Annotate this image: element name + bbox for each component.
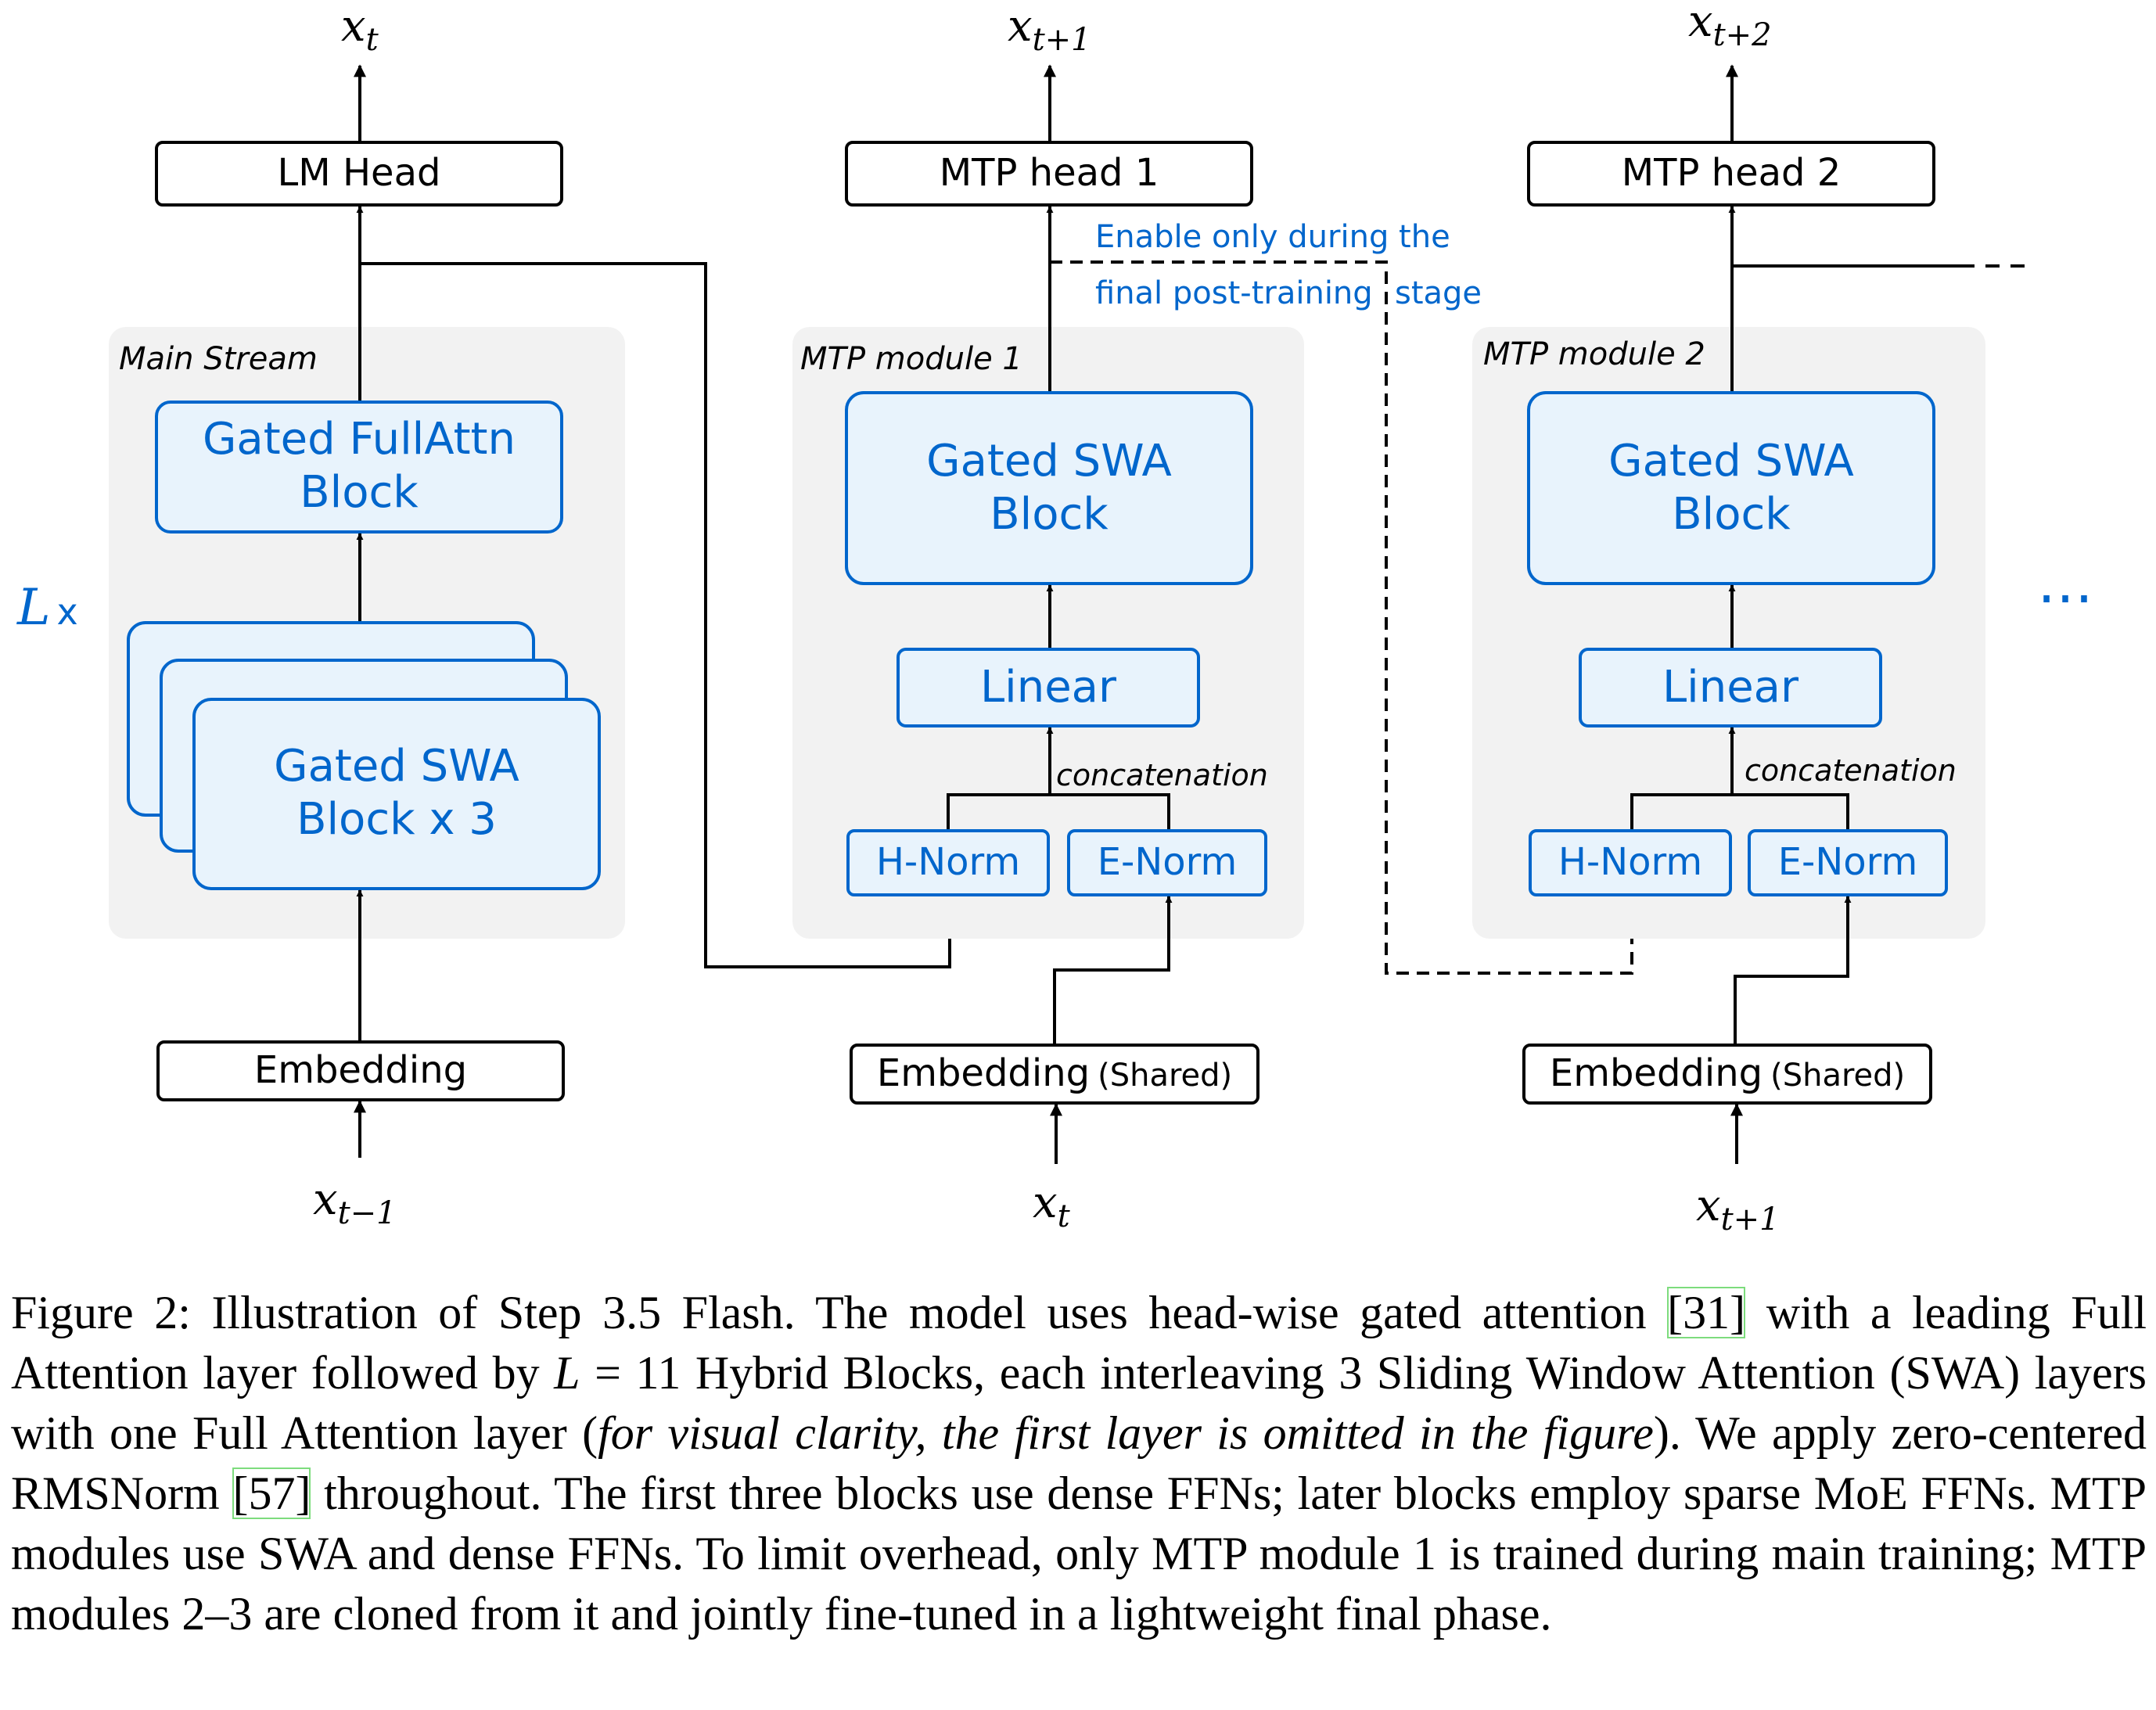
mtp1-e-norm-box [1067, 829, 1267, 896]
caption-italic-note: for visual clarity, the first layer is o… [598, 1407, 1654, 1459]
mtp2-input-token: xt+1 [1696, 1180, 1780, 1238]
figure-caption: Figure 2: Illustration of Step 3.5 Flash… [11, 1283, 2147, 1644]
caption-text-2: with a leading Full Attention layer foll… [11, 1287, 2147, 1399]
arrow-mtp1-embed-to-enorm [1053, 896, 1173, 1044]
mtp1-h-norm-label: H-Norm [876, 840, 1020, 884]
connector-main-to-mtp1 [360, 262, 954, 968]
mtp1-linear-label: Linear [980, 662, 1117, 713]
mtp2-module-label: MTP module 2 [1483, 336, 1705, 372]
caption-text-1: Figure 2: Illustration of Step 3.5 Flash… [11, 1287, 1668, 1338]
mtp1-output-sub: t+1 [1033, 22, 1091, 58]
swa-stack-label-line2: Block x 3 [296, 794, 497, 845]
mtp2-swa-block-line1: Gated SWA [1608, 436, 1854, 487]
caption-text-5: throughout. The first three blocks use d… [11, 1468, 2147, 1640]
mtp2-swa-block-line2: Block [1672, 489, 1791, 540]
main-input-token: xt−1 [313, 1174, 397, 1231]
full-attn-label-line2: Block [300, 467, 419, 518]
dashed-connector-mtp1-to-mtp2 [1050, 260, 1636, 975]
mtp1-linear-box [897, 648, 1200, 727]
mtp-module-1-column: MTP module 1 xt+1 MTP head 1 Gated SWA B… [792, 1, 1304, 1234]
citation-link-31[interactable]: [31] [1667, 1287, 1746, 1338]
lm-head-label: LM Head [278, 151, 441, 195]
caption-text-3: = 11 Hybrid Blocks, each interleaving 3 … [11, 1347, 2147, 1459]
main-output-token: xt [341, 1, 379, 58]
note-line2: final post-training [1095, 275, 1373, 311]
arrow-mtp2-embed-to-enorm [1734, 896, 1852, 1044]
mtp1-h-norm-box [846, 829, 1050, 896]
mtp1-swa-block-line2: Block [990, 489, 1109, 540]
citation-link-57[interactable]: [57] [232, 1468, 311, 1519]
mtp1-swa-block-line1: Gated SWA [926, 436, 1172, 487]
mtp2-e-norm-label: E-Norm [1778, 840, 1918, 884]
mtp1-module-label: MTP module 1 [800, 341, 1022, 377]
mtp-head-1-label: MTP head 1 [940, 151, 1159, 195]
main-embedding-box [156, 1040, 565, 1101]
full-attn-label-line1: Gated FullAttn [203, 414, 516, 465]
note-line3: stage [1395, 275, 1482, 311]
mtp2-h-norm-label: H-Norm [1558, 840, 1702, 884]
mtp1-embedding-label: Embedding(Shared) [877, 1051, 1232, 1095]
mtp2-concat-bracket [1630, 793, 1849, 829]
swa-stack-label-line1: Gated SWA [274, 741, 519, 792]
mtp2-input-sub: t+1 [1721, 1202, 1780, 1238]
swa-stack-layer-front [192, 698, 601, 890]
caption-symbol-L: L [554, 1347, 580, 1399]
main-input-sub: t−1 [338, 1195, 397, 1231]
mtp1-concat-label: concatenation [1056, 758, 1268, 792]
mtp1-embedding-box [850, 1044, 1259, 1105]
main-stream-label: Main Stream [119, 341, 318, 377]
lm-head-box [155, 141, 563, 207]
mtp2-embedding-label: Embedding(Shared) [1550, 1051, 1905, 1095]
mtp2-e-norm-box [1748, 829, 1948, 896]
continuation-ellipsis: … [2037, 550, 2093, 616]
main-output-sub: t [366, 22, 379, 58]
mtp1-input-sub: t [1058, 1198, 1071, 1234]
mtp1-e-norm-label: E-Norm [1098, 840, 1238, 884]
main-embedding-label: Embedding [254, 1048, 467, 1092]
mtp1-concat-bracket [947, 793, 1170, 829]
mtp2-swa-block [1527, 391, 1935, 585]
mtp-module-2-column: MTP module 2 xt+2 MTP head 2 Gated SWA B… [1472, 0, 2029, 1238]
mtp-head-1-box [845, 141, 1253, 207]
mtp2-embedding-box [1522, 1044, 1932, 1105]
mtp2-output-token: xt+2 [1688, 0, 1772, 53]
mtp2-linear-label: Linear [1662, 662, 1799, 713]
caption-text-4: ). We apply zero-centered RMSNorm [11, 1407, 2147, 1519]
mtp1-output-token: xt+1 [1008, 1, 1091, 58]
mtp2-h-norm-box [1529, 829, 1732, 896]
full-attn-block [155, 401, 563, 533]
mtp2-output-sub: t+2 [1713, 17, 1772, 53]
mtp2-linear-box [1579, 648, 1882, 727]
mtp-head-2-box [1527, 141, 1935, 207]
mtp1-swa-block [845, 391, 1253, 585]
note-line1: Enable only during the [1095, 219, 1450, 255]
main-stream-column: Main Stream xt LM Head Gated FullAttn Bl… [16, 1, 625, 1231]
mtp-head-2-label: MTP head 2 [1622, 151, 1842, 195]
mtp2-concat-label: concatenation [1745, 753, 1957, 788]
mtp1-input-token: xt [1033, 1177, 1071, 1234]
architecture-diagram: Main Stream xt LM Head Gated FullAttn Bl… [16, 0, 2093, 1238]
